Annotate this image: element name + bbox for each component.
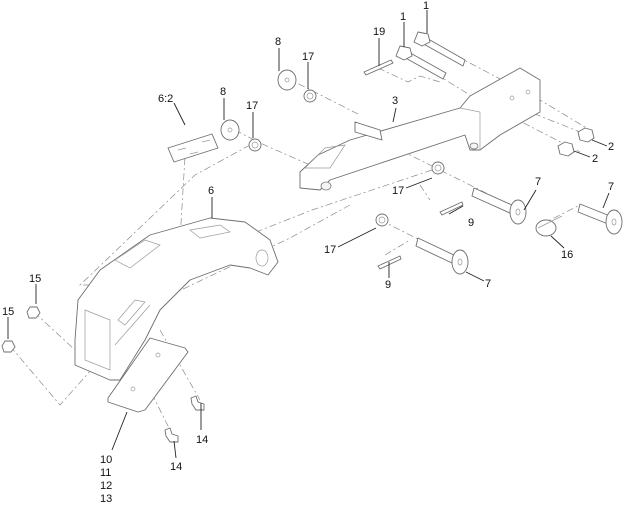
assembly-line xyxy=(159,329,201,401)
leader-lines xyxy=(7,10,610,459)
pin-part-19 xyxy=(363,59,394,76)
cotter-pin-part-9a xyxy=(439,201,464,216)
callout-15: 15 xyxy=(2,306,14,318)
housing-part-6 xyxy=(74,217,279,381)
callout-13: 13 xyxy=(100,493,112,505)
washer-part-8a xyxy=(277,69,297,91)
callout-10: 10 xyxy=(100,454,112,466)
callout-14: 14 xyxy=(196,434,208,446)
callout-7: 7 xyxy=(608,181,614,193)
clevis-pin-part-7c xyxy=(415,237,469,275)
assembly-line xyxy=(144,379,171,431)
clevis-pin-part-7a xyxy=(471,187,527,225)
assembly-line xyxy=(384,239,411,256)
callout-2: 2 xyxy=(608,141,614,153)
decal-part-6-2 xyxy=(167,133,219,163)
cotter-pin-part-9b xyxy=(377,255,402,270)
callout-15: 15 xyxy=(29,273,41,285)
callout-labels: 1 1 19 8 17 3 8 17 6:2 2 2 6 17 7 7 9 17… xyxy=(2,0,614,505)
spacer-part-17d xyxy=(375,213,389,227)
callout-3: 3 xyxy=(392,95,398,107)
callout-6: 6 xyxy=(208,185,214,197)
callout-14: 14 xyxy=(170,461,182,473)
callout-17: 17 xyxy=(324,244,336,256)
spacer-part-17c xyxy=(431,161,445,175)
callout-17: 17 xyxy=(246,100,258,112)
callout-7: 7 xyxy=(485,278,491,290)
arm-part-3 xyxy=(299,67,541,191)
callout-16: 16 xyxy=(561,249,573,261)
callout-8: 8 xyxy=(275,36,281,48)
assembly-line xyxy=(234,129,311,166)
callout-11: 11 xyxy=(100,467,111,479)
plate-part-10 xyxy=(107,337,189,413)
callout-1: 1 xyxy=(400,11,406,23)
assembly-line xyxy=(377,67,441,83)
assembly-line xyxy=(284,76,361,116)
screw-part-14a xyxy=(190,395,205,411)
assembly-line xyxy=(419,184,431,201)
bolt-part-1b xyxy=(395,45,447,80)
callout-2: 2 xyxy=(592,153,598,165)
callout-12: 12 xyxy=(100,480,112,492)
bolt-part-1a xyxy=(413,31,466,67)
callout-7: 7 xyxy=(535,176,541,188)
callout-9: 9 xyxy=(385,279,391,291)
assembly-line xyxy=(9,345,101,406)
washer-part-8b xyxy=(220,119,240,141)
spacer-part-17a xyxy=(303,89,317,103)
spacer-part-17b xyxy=(248,138,262,152)
nut-part-2a xyxy=(577,127,595,143)
nut-part-15a xyxy=(26,306,41,319)
callout-17: 17 xyxy=(392,185,404,197)
clevis-pin-part-7b xyxy=(577,203,623,235)
callout-8: 8 xyxy=(220,86,226,98)
callout-1: 1 xyxy=(423,0,429,12)
assembly-line xyxy=(179,139,187,241)
lynch-pin-part-16 xyxy=(535,215,563,237)
screw-part-14b xyxy=(164,427,179,443)
assembly-line xyxy=(33,311,76,351)
callout-9: 9 xyxy=(468,217,474,229)
assembly-line xyxy=(79,144,251,286)
nut-part-2b xyxy=(557,141,575,157)
callout-19: 19 xyxy=(373,26,385,38)
nut-part-15b xyxy=(1,340,16,353)
callout-17: 17 xyxy=(302,51,314,63)
callout-6-2: 6:2 xyxy=(158,93,173,105)
